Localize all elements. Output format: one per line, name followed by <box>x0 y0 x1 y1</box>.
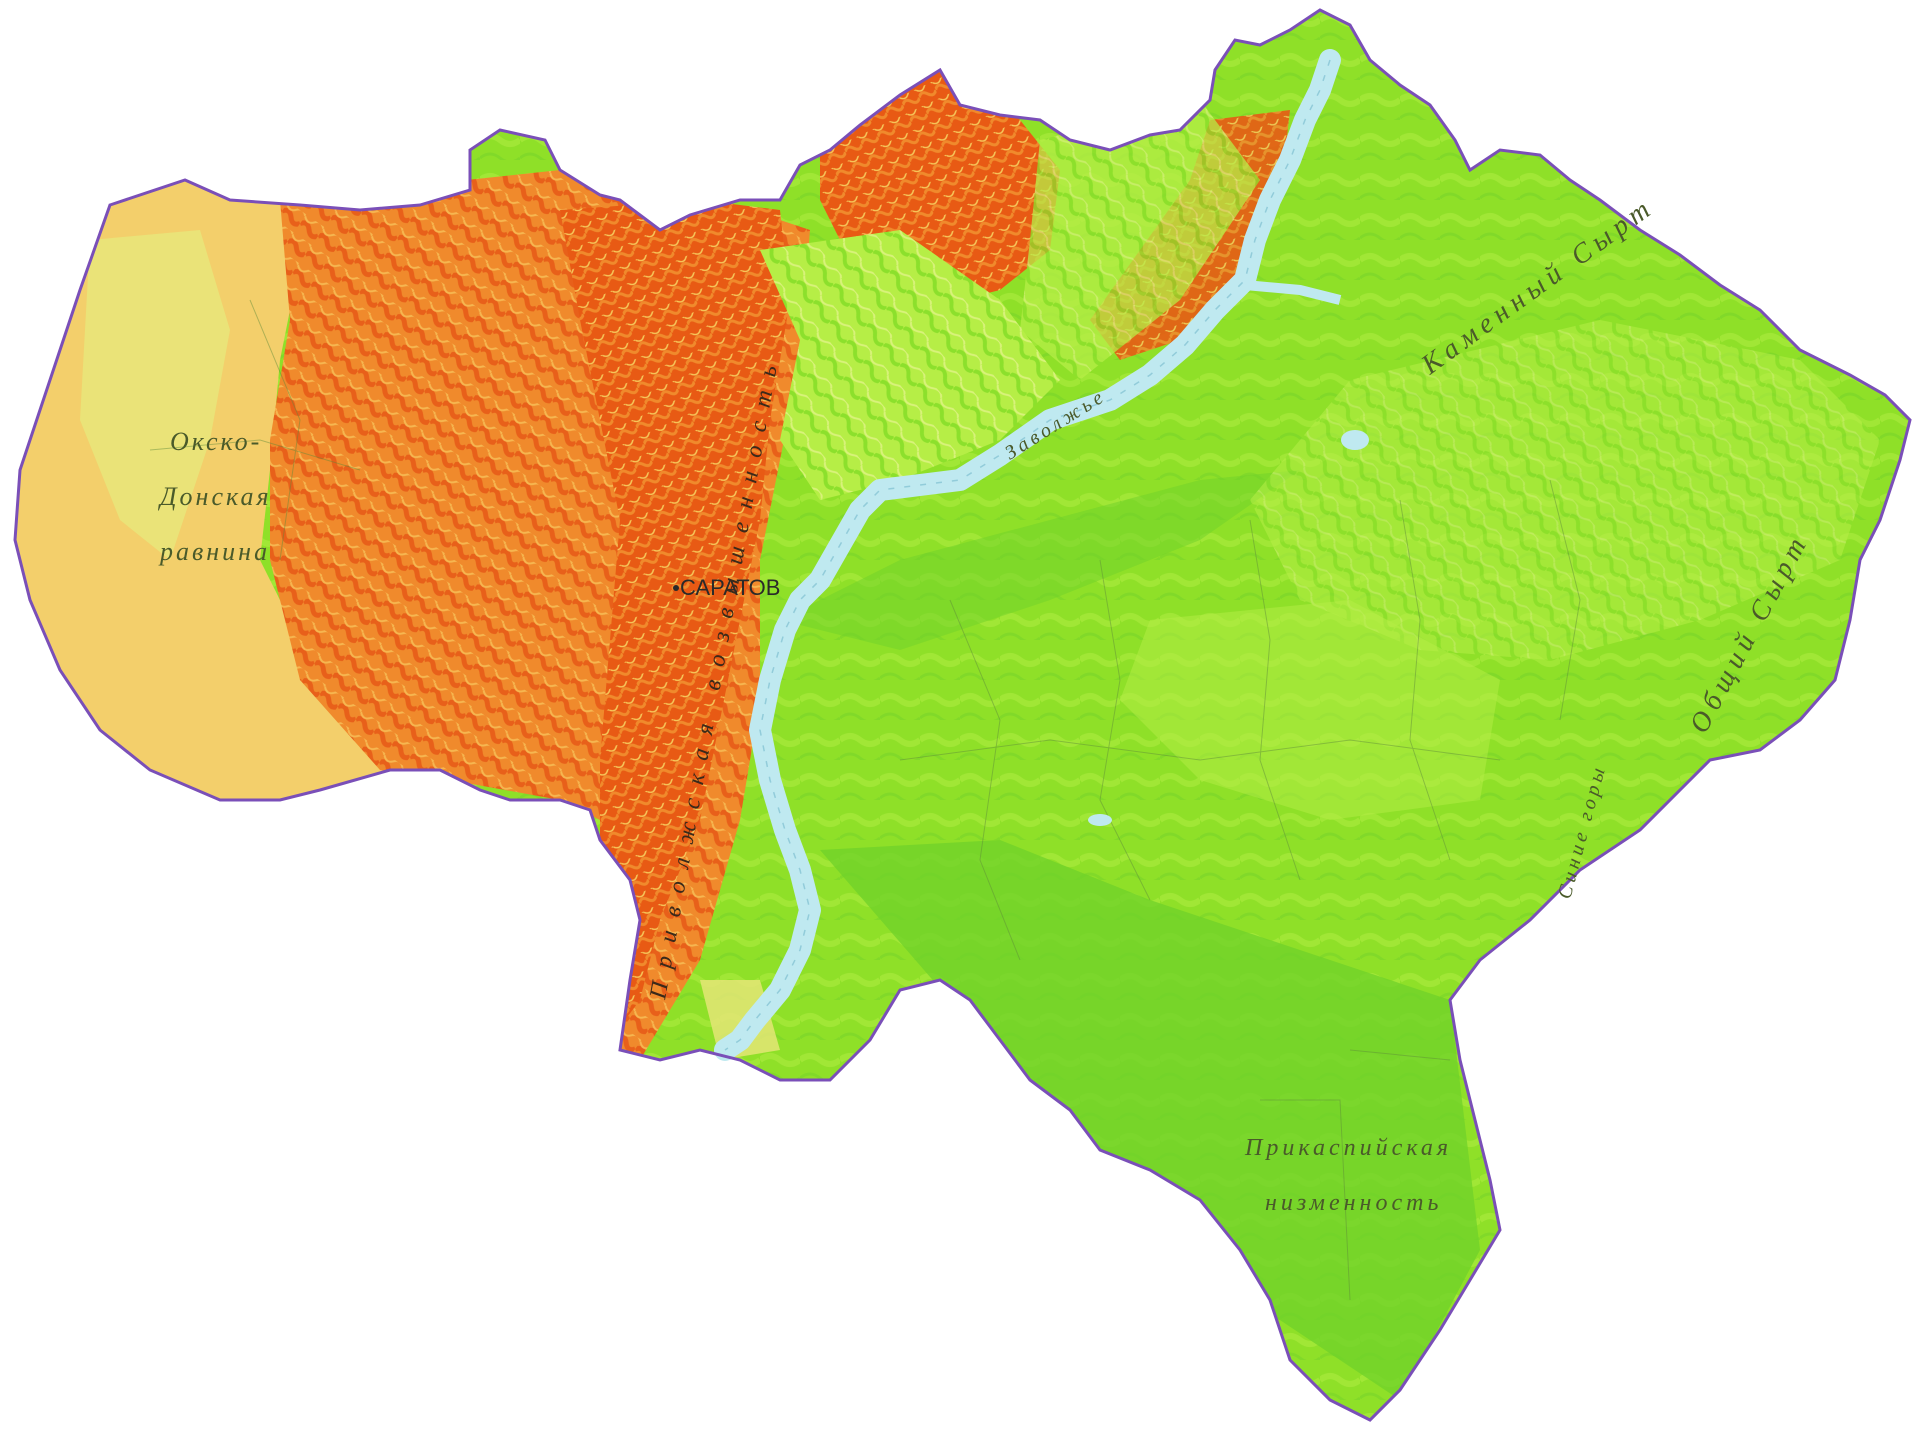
lake <box>1341 430 1369 450</box>
volga-fairway <box>724 59 1331 1051</box>
syrt-uplands <box>1250 320 1880 660</box>
transition-zone-2 <box>1020 100 1260 380</box>
transition-zone-1 <box>760 230 1060 500</box>
region-border <box>13 8 1912 1422</box>
volga-tributary <box>1244 280 1342 305</box>
label-oka-don-2: Донская <box>157 482 272 511</box>
label-oka-don-3: равнина <box>158 537 270 566</box>
lowland-shade <box>780 470 1300 650</box>
district-borders <box>149 299 1581 1301</box>
city-marker <box>673 585 679 591</box>
plain-light-zone <box>80 230 230 560</box>
caspian-lowland-shade <box>820 840 1480 1400</box>
label-oka-don-1: Окско- <box>170 427 262 456</box>
zavolzhye-hills <box>1120 600 1500 820</box>
label-caspian-1: Прикаспийская <box>1244 1135 1452 1161</box>
upland-high-ridge <box>560 200 790 1040</box>
city-saratov: САРАТОВ <box>680 575 780 600</box>
lake-2 <box>1088 814 1112 826</box>
label-caspian-2: низменность <box>1265 1190 1442 1216</box>
